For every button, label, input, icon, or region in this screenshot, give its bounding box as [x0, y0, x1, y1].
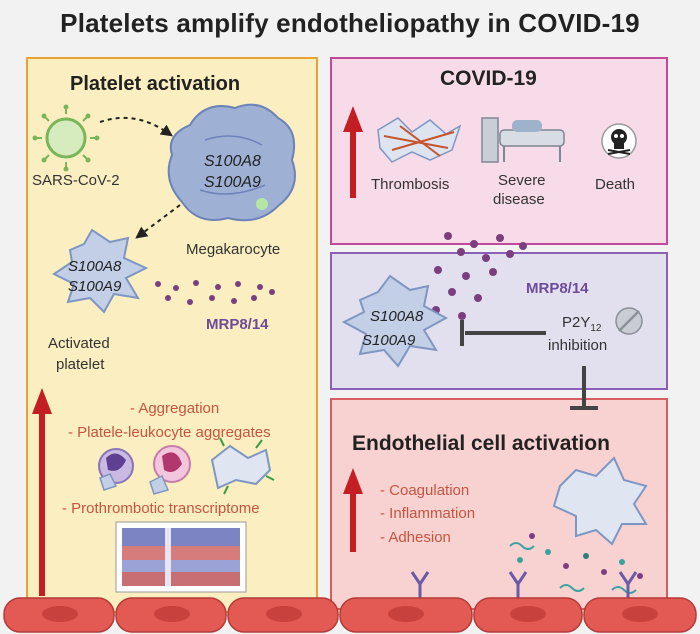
- p2y12-label: P2Y12: [562, 314, 601, 334]
- outcome-death: Death: [595, 176, 636, 193]
- thrombosis-icon: [377, 117, 462, 163]
- effect-inflammation: - Inflammation: [380, 505, 476, 522]
- effect-coagulation: - Coagulation: [380, 482, 470, 499]
- activated-platelet-icon: [52, 228, 149, 314]
- increase-arrow-endothelial: [343, 468, 363, 552]
- platelet-icon-mrp: [341, 274, 449, 368]
- endothelial-cell-row: [3, 597, 697, 633]
- virus-label: SARS-CoV-2: [32, 172, 120, 189]
- infection-arrow: [99, 116, 173, 137]
- virus-icon: [32, 104, 100, 172]
- hospital-bed-icon: [481, 117, 565, 163]
- activated-label: Activated: [48, 335, 110, 352]
- mk-gene2: S100A9: [204, 174, 261, 191]
- covid-panel-title: COVID-19: [440, 67, 537, 90]
- effect-adhesion: - Adhesion: [380, 529, 451, 546]
- mrp-dots-flow: [420, 232, 527, 320]
- transcriptome-heatmap: [115, 521, 247, 593]
- increase-arrow-platelet: [32, 388, 52, 596]
- skull-icon: [601, 123, 637, 159]
- p2y12-sub: 12: [590, 323, 602, 334]
- effect-aggregation: - Aggregation: [130, 400, 220, 417]
- mrp-gene1: S100A8: [370, 308, 424, 325]
- receptor-icons: [410, 571, 638, 600]
- differentiation-arrow: [135, 204, 181, 239]
- platelet-label: platelet: [56, 356, 105, 373]
- mrp-dots-left: [155, 280, 275, 305]
- increase-arrow-covid: [343, 106, 363, 198]
- outcome-thrombosis: Thrombosis: [371, 176, 450, 193]
- platelet-panel-title: Platelet activation: [70, 73, 241, 95]
- figure-title: Platelets amplify endotheliopathy in COV…: [60, 8, 640, 38]
- platelet-gene1: S100A8: [68, 258, 122, 275]
- platelet-icon-endothelial: [552, 456, 648, 546]
- p2y12-main: P2Y: [562, 314, 591, 331]
- mk-gene1: S100A8: [204, 153, 261, 170]
- effect-aggregates: - Platele-leukocyte aggregates: [68, 424, 271, 441]
- inhibition-line-platelet: [460, 320, 546, 346]
- inhibition-label: inhibition: [548, 337, 608, 354]
- mrp-label-right: MRP8/14: [526, 280, 589, 297]
- mrp-gene2: S100A9: [362, 332, 416, 349]
- outcome-severe: Severe: [498, 172, 546, 189]
- cytokine-particles: [509, 533, 643, 594]
- inhibition-line-endothelial: [570, 366, 598, 410]
- platelet-gene2: S100A9: [68, 278, 122, 295]
- megakaryocyte-label: Megakarocyte: [186, 241, 281, 258]
- megakaryocyte-icon: [167, 103, 296, 222]
- aggregate-icons: [98, 437, 275, 495]
- pill-icon: [615, 307, 643, 335]
- effect-transcriptome: - Prothrombotic transcriptome: [62, 500, 260, 517]
- mrp-label-left: MRP8/14: [206, 316, 269, 333]
- endothelial-panel-title: Endothelial cell activation: [352, 432, 610, 455]
- outcome-disease: disease: [493, 191, 545, 208]
